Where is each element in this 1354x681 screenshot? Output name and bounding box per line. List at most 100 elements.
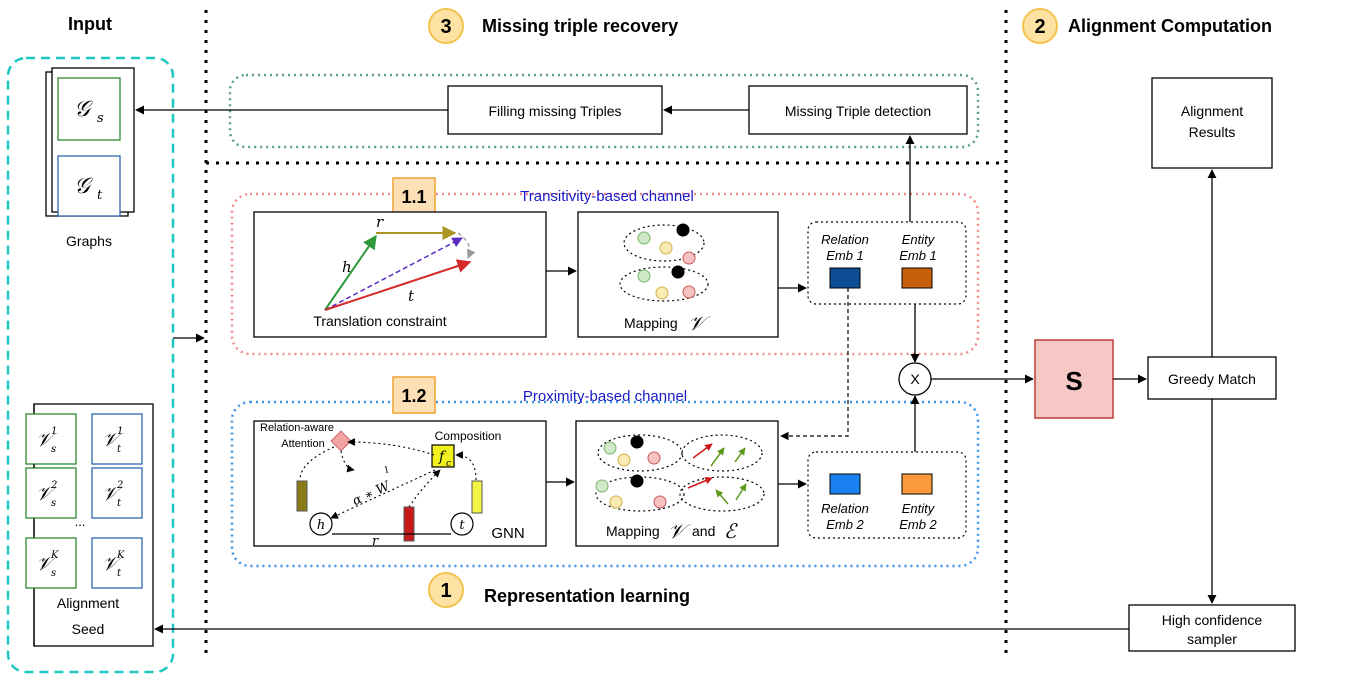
alignment-results-box (1151, 77, 1273, 169)
gnn-label: GNN (491, 525, 524, 542)
relation-emb2-label-2: Emb 2 (826, 517, 864, 532)
seed-source-box (25, 537, 77, 589)
step-number-circle (428, 572, 464, 608)
target-graph-subscript: t (97, 188, 103, 203)
sampler-line2: sampler (1187, 631, 1237, 647)
channel1-title: Transitivity-based channel (520, 188, 694, 205)
seed-target-superscript: 2 (116, 480, 123, 491)
entity-emb2-block (901, 473, 933, 495)
mapping-v-panel: Mapping 𝒱 (577, 211, 779, 338)
entity-node (653, 495, 667, 509)
step-number-circle (428, 8, 464, 44)
greedy-match-box (1147, 356, 1277, 400)
fc-symbol: f (438, 449, 447, 465)
h-node (309, 512, 333, 536)
seed-target-box (91, 413, 143, 465)
t-node (450, 512, 474, 536)
entity-node (637, 269, 651, 283)
transitivity-channel-container (230, 192, 980, 356)
seed-source-subscript: s (51, 568, 56, 579)
section-title: Alignment Computation (1068, 16, 1272, 36)
channel2-badge-label: 1.2 (401, 386, 426, 406)
alpha-weight-subscript: I (382, 465, 391, 476)
relation-arrows (687, 443, 747, 505)
seed-source-subscript: s (51, 498, 56, 509)
h-label: h (342, 258, 352, 276)
attention-label-1: Relation-aware (260, 422, 334, 434)
graphs-label: Graphs (66, 233, 112, 249)
missing-triple-detection-label: Missing Triple detection (785, 103, 931, 119)
r-vector (403, 506, 415, 542)
graphs-panel: 𝒢 s 𝒢 t Graphs (45, 67, 135, 249)
seed-source-box (25, 413, 77, 465)
entity-emb1-label-1: Entity (902, 232, 936, 247)
entity-node (655, 286, 669, 300)
r-edge-label: r (372, 534, 379, 549)
alignment-results-line1: Alignment (1181, 103, 1243, 119)
filling-missing-triples-label: Filling missing Triples (488, 103, 621, 119)
channel2-badge (392, 376, 436, 414)
high-confidence-sampler-box (1128, 604, 1296, 652)
t-node-label: t (459, 518, 465, 533)
h-vector (296, 480, 308, 512)
embedding-2-panel: Relation Emb 2 Entity Emb 2 (807, 451, 967, 539)
seed-source-box (25, 467, 77, 519)
target-graph-symbol: 𝒢 (74, 174, 93, 199)
seed-target-subscript: t (117, 498, 122, 509)
entity-node (682, 251, 696, 265)
combine-symbol: X (910, 371, 920, 387)
entity-emb2-label-2: Emb 2 (899, 517, 937, 532)
seed-label-line2: Seed (72, 621, 105, 637)
channel1-badge (392, 177, 436, 215)
proximity-channel-container (230, 400, 980, 568)
source-graph-subscript: s (97, 111, 104, 126)
attention-diamond (330, 430, 352, 452)
seed-target-superscript: 1 (117, 426, 123, 437)
composition-box (431, 444, 455, 468)
target-graph-box (57, 155, 121, 217)
mapping-label: Mapping (624, 315, 678, 331)
h-node-label: h (317, 518, 325, 533)
seed-label-line1: Alignment (57, 595, 119, 611)
entity-node (617, 453, 631, 467)
relation-emb2-block (829, 473, 861, 495)
seed-target-subscript: t (117, 568, 122, 579)
entity-node (637, 231, 651, 245)
entity-emb2-label-1: Entity (902, 501, 936, 516)
source-graph-box (57, 77, 121, 141)
entity-node (603, 441, 617, 455)
seed-target-superscript: K (116, 550, 125, 561)
translation-constraint-caption: Translation constraint (313, 313, 446, 329)
r-label: r (376, 213, 384, 231)
relation-emb-feedback-arrow (780, 288, 849, 441)
relation-emb1-block (829, 267, 861, 289)
similarity-matrix-label: S (1065, 366, 1082, 396)
entity-nodes (595, 435, 667, 509)
step-number: 3 (440, 16, 451, 38)
seed-target-box (91, 537, 143, 589)
alignment-computation-heading: 2 Alignment Computation (1022, 8, 1272, 44)
section-dividers (204, 10, 1008, 660)
mapping-ve-panel: Mapping 𝒱 and ℰ (575, 420, 779, 547)
entity-node (630, 474, 644, 488)
embedding-1-panel: Relation Emb 1 Entity Emb 1 (807, 221, 967, 305)
entity-emb1-block (901, 267, 933, 289)
relation-emb2-label-1: Relation (821, 501, 869, 516)
step-number-circle (1022, 8, 1058, 44)
seed-target-subscript: t (117, 444, 122, 455)
missing-recovery-heading: 3 Missing triple recovery (428, 8, 678, 44)
entity-node (609, 495, 623, 509)
seed-source-subscript: s (51, 444, 56, 455)
attention-label-2: Attention (281, 438, 324, 450)
entity-node (595, 479, 609, 493)
input-heading: Input (68, 14, 112, 34)
entity-node (659, 241, 673, 255)
seed-ellipsis: ... (75, 514, 86, 529)
seed-source-superscript: 2 (50, 480, 57, 491)
step-number: 2 (1034, 16, 1045, 38)
